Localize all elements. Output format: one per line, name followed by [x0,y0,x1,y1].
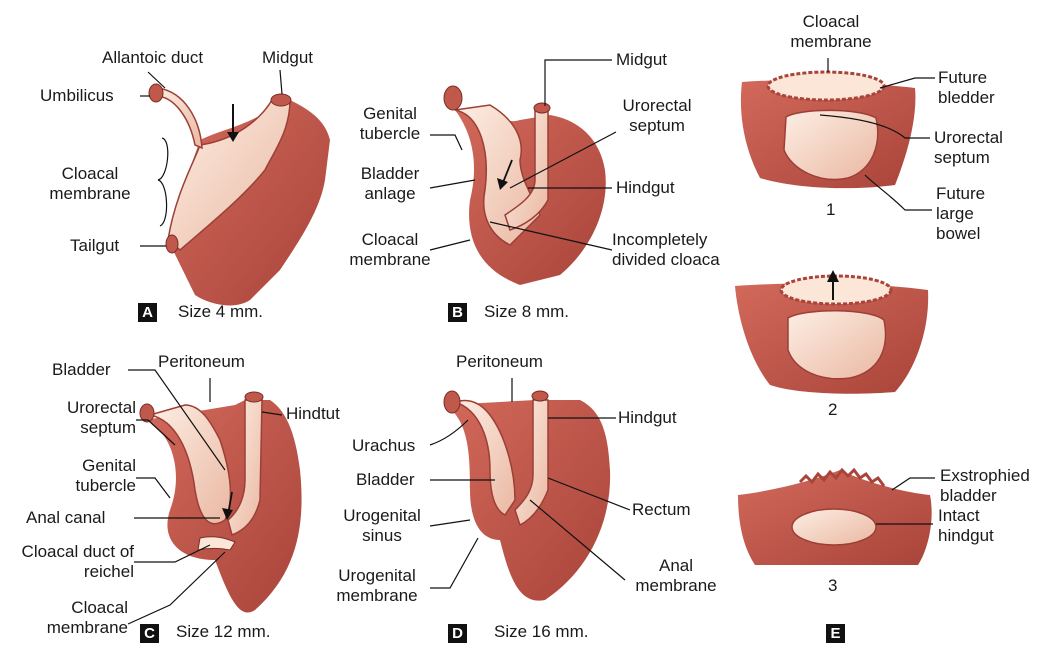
step-number-3: 3 [828,576,837,596]
label-future-bladder: Future bledder [938,68,1018,108]
label-genital-tubercle-b: Genital tubercle [350,104,430,144]
label-bladder-d: Bladder [356,470,415,490]
label-cloacal-duct-of-reichel: Cloacal duct of reichel [4,542,134,582]
label-cloacal-membrane-a: Cloacal membrane [30,164,150,204]
panel-d-illustration [444,391,610,601]
caption-size-d: Size 16 mm. [494,622,588,642]
label-hindgut-b: Hindgut [616,178,675,198]
label-tailgut: Tailgut [70,236,119,256]
panel-e-step-3 [738,470,932,565]
label-bladder-anlage: Bladder anlage [350,164,430,204]
label-cloacal-membrane-b: Cloacal membrane [345,230,435,270]
label-midgut-b: Midgut [616,50,667,70]
label-hindtut: Hindtut [286,404,340,424]
label-urorectal-septum-e: Urorectal septum [934,128,1024,168]
step-number-2: 2 [828,400,837,420]
label-peritoneum-c: Peritoneum [158,352,245,372]
caption-size-a: Size 4 mm. [178,302,263,322]
label-anal-membrane: Anal membrane [626,556,726,596]
panel-c-illustration [140,392,302,613]
panel-a-illustration [149,84,330,305]
panel-badge-b: B [448,303,467,322]
label-peritoneum-d: Peritoneum [456,352,543,372]
label-cloacal-membrane-e: Cloacal membrane [786,12,876,52]
label-urogenital-membrane: Urogenital membrane [322,566,432,606]
label-urachus: Urachus [352,436,415,456]
label-exstrophied-bladder: Exstrophied bladder [940,466,1040,506]
step-number-1: 1 [826,200,835,220]
label-incompletely-divided-cloaca: Incompletely divided cloaca [612,230,762,270]
label-urogenital-sinus: Urogenital sinus [334,506,430,546]
label-cloacal-membrane-c: Cloacal membrane [14,598,128,638]
label-future-large-bowel: Future large bowel [936,184,1006,244]
panel-badge-a: A [138,303,157,322]
label-bladder-c: Bladder [52,360,111,380]
panel-badge-c: C [140,624,159,643]
panel-e-step-2 [735,270,928,394]
caption-size-b: Size 8 mm. [484,302,569,322]
panel-b-illustration [444,86,606,285]
label-anal-canal: Anal canal [26,508,105,528]
label-rectum: Rectum [632,500,691,520]
label-umbilicus: Umbilicus [40,86,114,106]
panel-e-step-1 [741,72,916,188]
label-urorectal-septum-b: Urorectal septum [612,96,702,136]
panel-badge-e: E [826,624,845,643]
label-intact-hindgut: Intact hindgut [938,506,1018,546]
label-allantoic-duct: Allantoic duct [102,48,203,68]
label-urorectal-septum-c: Urorectal septum [30,398,136,438]
label-genital-tubercle-c: Genital tubercle [40,456,136,496]
caption-size-c: Size 12 mm. [176,622,270,642]
panel-badge-d: D [448,624,467,643]
label-midgut-a: Midgut [262,48,313,68]
label-hindgut-d: Hindgut [618,408,677,428]
